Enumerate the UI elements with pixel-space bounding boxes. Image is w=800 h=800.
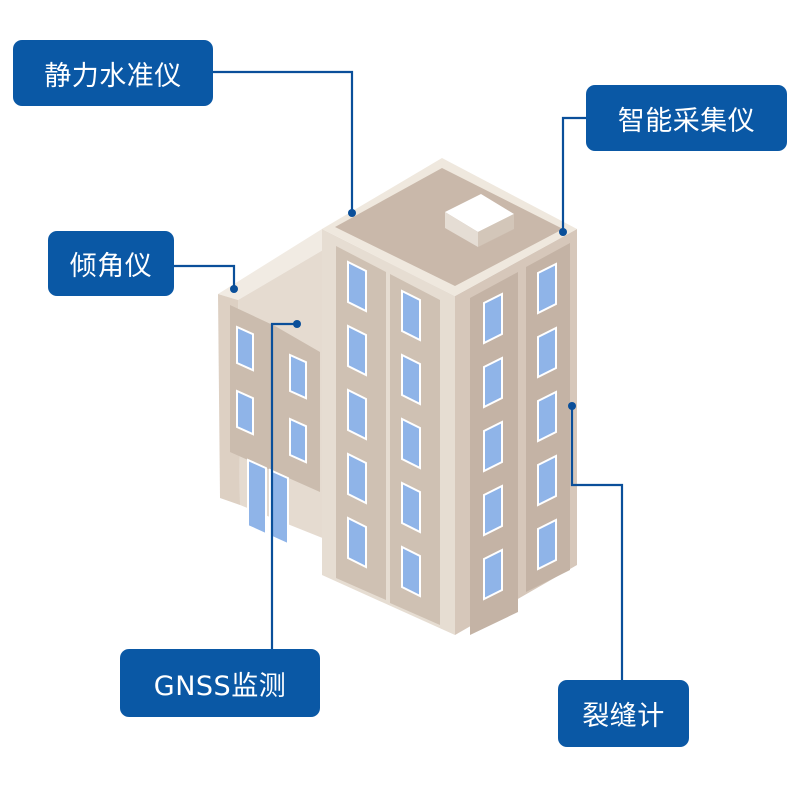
window: [269, 468, 289, 546]
leader-lines: [172, 70, 624, 680]
roof-unit-top: [445, 194, 514, 232]
label-static-level: 静力水准仪: [13, 40, 213, 106]
window: [483, 484, 503, 537]
building-windows: [236, 260, 557, 601]
roof-unit-left: [445, 212, 478, 247]
window: [537, 518, 557, 571]
window: [401, 289, 421, 342]
window: [537, 454, 557, 507]
sensor-dot-static-level: [348, 209, 356, 217]
window: [347, 452, 367, 505]
sensor-dot-inclinometer: [230, 285, 238, 293]
roof-unit-right: [478, 214, 514, 247]
window: [483, 356, 503, 409]
window: [483, 420, 503, 473]
sensor-dots: [230, 209, 576, 410]
window: [236, 325, 254, 372]
window: [347, 388, 367, 441]
annex-upper-panel-right: [275, 326, 320, 492]
window: [289, 353, 307, 400]
leader-line-data-collector: [561, 116, 588, 231]
window: [347, 324, 367, 377]
label-gnss: GNSS监测: [120, 649, 320, 717]
window: [401, 545, 421, 598]
window: [289, 417, 307, 464]
leader-line-inclinometer: [172, 264, 236, 288]
leader-line-crack-meter: [570, 407, 624, 680]
label-data-collector: 智能采集仪: [586, 85, 787, 151]
annex-top: [218, 229, 340, 300]
window: [537, 326, 557, 379]
window: [483, 548, 503, 601]
window: [401, 353, 421, 406]
window: [247, 458, 267, 536]
window: [347, 260, 367, 313]
label-inclinometer: 倾角仪: [48, 231, 174, 296]
window: [537, 262, 557, 315]
sensor-dot-gnss: [293, 320, 301, 328]
window: [537, 390, 557, 443]
window: [401, 481, 421, 534]
sensor-dot-crack-meter: [568, 402, 576, 410]
leader-line-static-level: [212, 70, 354, 212]
sensor-dot-data-collector: [559, 228, 567, 236]
window: [401, 417, 421, 470]
leader-line-gnss: [270, 322, 296, 650]
window: [347, 516, 367, 569]
window: [236, 389, 254, 436]
label-crack-meter: 裂缝计: [558, 680, 689, 747]
window: [483, 292, 503, 345]
